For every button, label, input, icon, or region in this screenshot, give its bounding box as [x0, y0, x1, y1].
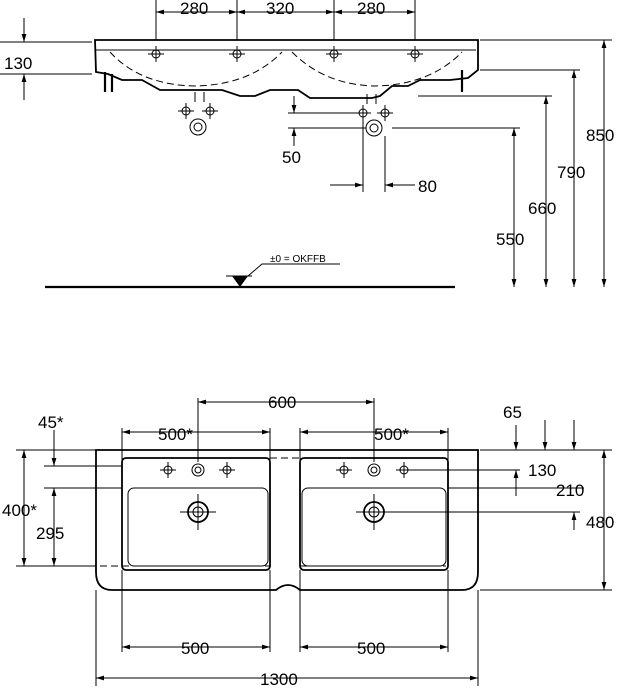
- dim-500-star-left: 500*: [158, 425, 193, 444]
- dim-280-left: 280: [180, 0, 208, 18]
- offset-50-dimension: [288, 96, 366, 146]
- right-depth-dimensions: [385, 420, 612, 591]
- dim-550: 550: [496, 230, 524, 249]
- left-bracket: [103, 72, 114, 92]
- offset-80-dimension: [330, 120, 415, 192]
- dim-400-star: 400*: [2, 501, 37, 520]
- dim-130-thickness: 130: [4, 54, 32, 73]
- tap-holes-plan: [160, 462, 412, 478]
- dim-130-plan: 130: [528, 461, 556, 480]
- basin-front-outline: [94, 39, 479, 99]
- top-dimension-lines: [155, 0, 416, 40]
- dim-790: 790: [557, 163, 585, 182]
- dim-45-star: 45*: [38, 413, 64, 432]
- dim-50: 50: [282, 148, 301, 167]
- dim-280-right: 280: [357, 0, 385, 18]
- bowl-left-hidden: [109, 51, 283, 87]
- floor-reference-marker: [232, 276, 248, 287]
- floor-reference-label: ±0 = OKFFB: [270, 254, 326, 265]
- dim-295: 295: [36, 524, 64, 543]
- dim-600: 600: [268, 393, 296, 412]
- floor-reference-leader: [226, 263, 340, 277]
- height-dimension-lines: [392, 39, 612, 287]
- left-depth-dimensions: [16, 430, 122, 567]
- total-width-dimension: [95, 590, 479, 686]
- bowl-width-dimensions: [121, 570, 449, 652]
- dim-80: 80: [418, 177, 437, 196]
- dim-500-right: 500: [357, 639, 385, 658]
- dim-500-left: 500: [181, 639, 209, 658]
- side-view: 280 320 280 130 850 790 660 550: [0, 0, 614, 289]
- left-bowl-rim: [121, 457, 271, 571]
- plan-view: 600 500* 500* 45* 400* 295: [2, 393, 614, 689]
- dim-65: 65: [503, 403, 522, 422]
- dim-500-star-right: 500*: [374, 425, 409, 444]
- tap-hole-marks: [148, 46, 423, 62]
- basin-plan-outline: [95, 449, 479, 591]
- right-bowl-basin: [301, 487, 447, 567]
- drains-plan: [180, 494, 392, 530]
- dim-850: 850: [586, 126, 614, 145]
- bowl-right-hidden: [291, 51, 463, 87]
- left-bowl-basin: [127, 487, 269, 567]
- bowl-width-star-dimensions: [121, 428, 449, 460]
- thickness-dimension: [0, 18, 92, 100]
- dim-660: 660: [528, 199, 556, 218]
- dim-1300: 1300: [260, 670, 298, 689]
- dim-480: 480: [586, 513, 614, 532]
- dim-320: 320: [266, 0, 294, 18]
- dim-210: 210: [556, 481, 584, 500]
